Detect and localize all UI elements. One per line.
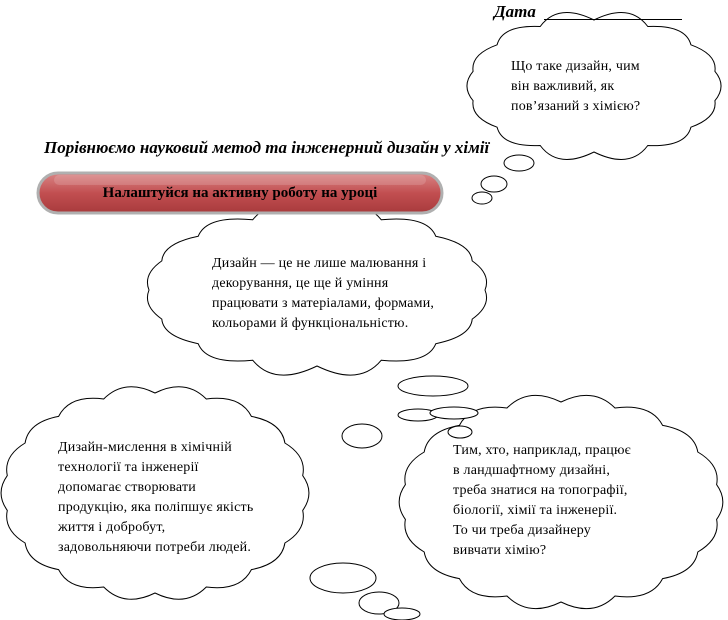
trail-bubble (503, 154, 535, 172)
bubble-line: вивчати хімію? (453, 543, 547, 558)
bubble-line: Дизайн — це не лише малювання і (212, 256, 427, 271)
bubble-line: пов’язаний з хімією? (511, 99, 641, 114)
bubble-line: треба знатися на топографії, (453, 483, 628, 498)
trail-bubble (358, 591, 400, 615)
trail-bubble (447, 425, 473, 439)
trail-bubble (471, 191, 493, 205)
bubble-line: працювати з матеріалами, формами, (212, 296, 435, 311)
bubble-line: він важливий, як (511, 79, 615, 94)
bubble-line: Тим, хто, наприклад, працює (453, 443, 631, 458)
bubble-line: декорування, це ще й уміння (212, 276, 389, 291)
bubble-line: допомагає створювати (58, 480, 196, 495)
cloud-shape-bottom-left (0, 386, 310, 600)
trail-bubble (341, 423, 383, 449)
bubble-line: продукцію, яка поліпшує якість (58, 500, 254, 515)
cloud-shape-middle (146, 204, 488, 376)
cloud-shape-top (466, 12, 722, 160)
trail-bubble (309, 562, 377, 594)
bubble-line: Що таке дизайн, чим (511, 59, 640, 74)
bubble-line: задовольняючи потреби людей. (58, 540, 252, 555)
bubble-design-thinking: Дизайн-мислення в хімічній технології та… (58, 438, 253, 558)
banner-button-shape (36, 171, 444, 215)
bubble-line: біології, хімії та інженерії. (453, 503, 618, 518)
banner-label: Налаштуйся на активну роботу на уроці (102, 185, 378, 201)
cloud-shape-bottom-right (398, 394, 724, 610)
page-title: Порівнюємо науковий метод та інженерний … (44, 138, 490, 157)
bubble-landscape-design: Тим, хто, наприклад, працює в ландшафтно… (453, 441, 631, 561)
bubble-definition: Дизайн — це не лише малювання і декорува… (212, 254, 434, 334)
bubble-line: в ландшафтному дизайні, (453, 463, 611, 478)
bubble-line: кольорами й функціональністю. (212, 316, 409, 331)
bubble-question-1: Що таке дизайн, чим він важливий, як пов… (511, 57, 640, 117)
date-label: Дата (494, 2, 536, 21)
bubble-line: То чи треба дизайнеру (453, 523, 591, 538)
date-field-line[interactable] (544, 19, 682, 20)
trail-bubble (480, 175, 508, 193)
trail-bubble (429, 406, 479, 420)
bubble-line: Дизайн-мислення в хімічній (58, 440, 232, 455)
trail-bubble (383, 607, 421, 620)
bubble-line: технології та інженерії (58, 460, 199, 475)
trail-bubble (397, 375, 469, 397)
bubble-line: життя і добробут, (58, 520, 166, 535)
